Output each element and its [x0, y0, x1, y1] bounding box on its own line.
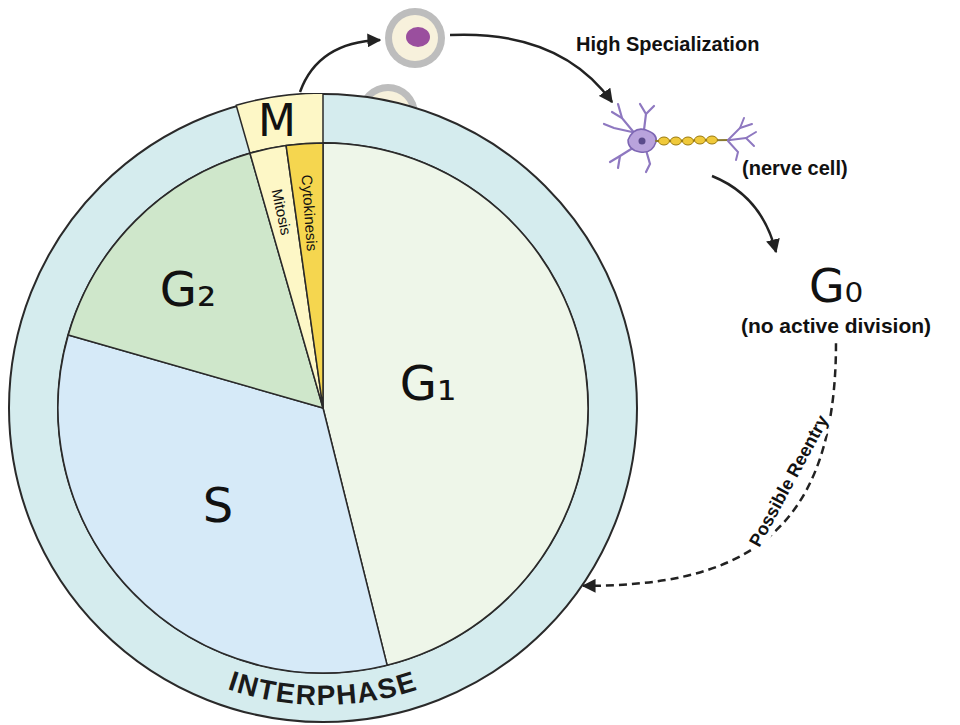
phase-label: G₀ — [741, 260, 931, 313]
inner-circle — [58, 143, 588, 673]
phase-label: M — [258, 97, 296, 145]
daughter-cell — [385, 8, 445, 68]
sector-fill — [68, 153, 323, 408]
ring-text-layer: INTERPHASE — [8, 93, 638, 723]
process-label: High Specialization — [576, 32, 759, 56]
edge-label: Possible Reentry — [743, 409, 834, 553]
phase-label: INTERPHASE — [225, 665, 421, 711]
phase-note: (no active division) — [741, 313, 931, 339]
sector-fill — [58, 335, 387, 673]
quiescence-arrow — [712, 176, 776, 252]
cell-type-label: (nerve cell) — [742, 156, 848, 180]
text-guide — [26, 408, 620, 705]
phase-label: G₂ — [160, 263, 216, 316]
phase-label-path: INTERPHASE — [225, 665, 421, 711]
phase-label: G₁ — [400, 357, 456, 410]
nerve-cell — [604, 104, 756, 172]
cell-cycle-circle: G₁SG₂MMitosisCytokinesisINTERPHASE — [8, 93, 638, 723]
sector-shape — [8, 93, 638, 723]
interphase-ring — [9, 94, 637, 722]
cytokinesis-sector: Cytokinesis — [8, 93, 638, 723]
phase-label: S — [203, 479, 233, 532]
sector-fill — [286, 143, 323, 408]
g0-state: G₀(no active division) — [737, 258, 935, 341]
division-arrow — [300, 40, 380, 92]
